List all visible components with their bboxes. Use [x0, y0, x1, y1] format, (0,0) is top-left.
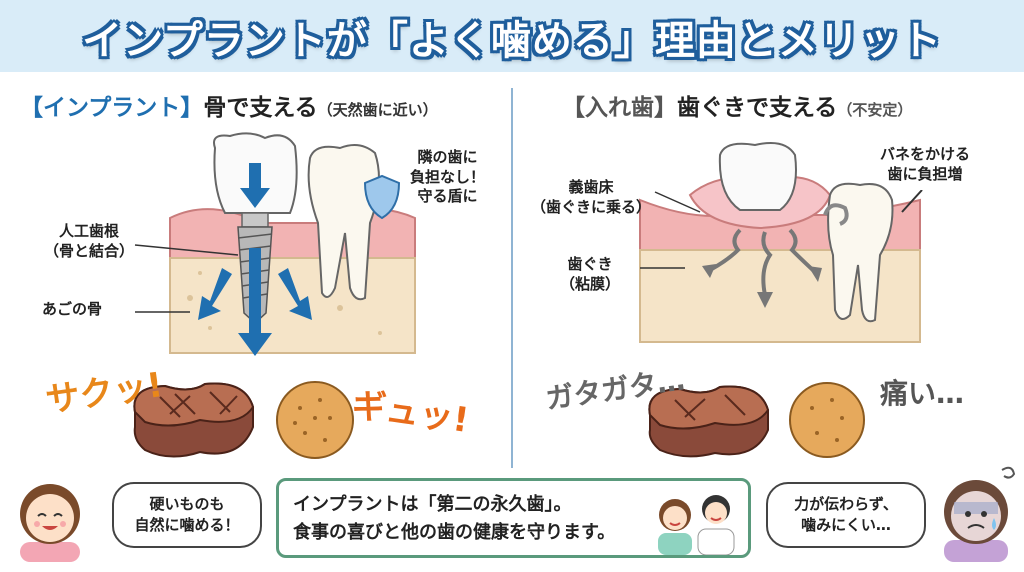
- column-divider: [511, 88, 513, 468]
- force-arrows: [198, 163, 312, 356]
- happy-woman-avatar: [20, 484, 80, 562]
- sfx-squeeze: ギュッ!: [349, 384, 472, 441]
- summary-box: インプラントは「第二の永久歯」。 食事の喜びと他の歯の健康を守ります。: [276, 478, 751, 558]
- neighbor-label-line-2: 負担なし！: [410, 167, 486, 186]
- spring-label: バネをかける 歯に負担増: [880, 145, 970, 184]
- summary-line-1: インプラントは「第二の永久歯」。: [293, 494, 572, 515]
- speech-bubble-left: 硬いものも 自然に噛める！: [112, 482, 262, 548]
- cracker-right: [789, 382, 865, 458]
- summary-text: インプラントは「第二の永久歯」。 食事の喜びと他の歯の健康を守ります。: [293, 491, 615, 547]
- denture-label-line-2: （歯ぐきに乗る）: [531, 197, 652, 216]
- right-heading-sub: （不安定）: [837, 101, 913, 119]
- root-label: 人工歯根 （骨と結合）: [44, 222, 134, 261]
- bubble-right-line-1: 力が伝わらず、: [794, 495, 898, 513]
- bubble-right-line-2: 噛みにくい…: [801, 516, 891, 534]
- label-leaders-left: [134, 244, 239, 313]
- implant-illustration: [169, 132, 416, 356]
- denture-base-label: 義歯床 （歯ぐきに乗る）: [531, 178, 651, 217]
- denture-illustration: [639, 142, 921, 343]
- steak-right: [648, 385, 770, 458]
- bubble-left-line-1: 硬いものも: [149, 495, 225, 513]
- clasp-spring: [823, 203, 849, 226]
- label-leaders-right: [640, 190, 923, 269]
- spring-label-line-2: 歯に負担増: [887, 164, 963, 183]
- shield-icon: [363, 174, 401, 220]
- spring-label-line-1: バネをかける: [880, 145, 971, 163]
- neighbor-label-line-1: 隣の歯に: [417, 148, 478, 166]
- implant-abutment: [241, 212, 269, 228]
- root-label-line-1: 人工歯根: [59, 222, 120, 240]
- steak-left: [133, 382, 255, 458]
- bubble-left-line-2: 自然に噛める！: [134, 516, 240, 534]
- sfx-pain: 痛い…: [880, 377, 965, 410]
- title-banner: [0, 0, 1024, 72]
- page-title: インプラントが「よく噛める」理由とメリット: [82, 18, 942, 64]
- right-heading-main: 歯ぐきで支える: [677, 95, 838, 121]
- gum-label-line-2: （粘膜）: [560, 274, 621, 293]
- bone-label: あごの骨: [42, 300, 103, 318]
- pressure-arrows: [709, 228, 817, 296]
- cracker-left: [276, 381, 354, 459]
- summary-line-2: 食事の喜びと他の歯の健康を守ります。: [293, 521, 616, 543]
- neighbor-label-line-3: 守る盾に: [417, 187, 478, 205]
- screw-threads: [237, 233, 273, 299]
- left-heading: 【インプラント】骨で支える（天然歯に近い）: [20, 88, 438, 122]
- speech-bubble-right: 力が伝わらず、 噛みにくい…: [766, 482, 926, 548]
- left-heading-sub: （天然歯に近い）: [317, 101, 438, 119]
- neighbor-tooth: [307, 143, 380, 301]
- right-heading-tag: 【入れ歯】: [562, 95, 677, 121]
- denture-label-line-1: 義歯床: [568, 178, 614, 196]
- gum-label-line-1: 歯ぐき: [567, 255, 613, 273]
- doctor-patient-icon: [658, 495, 735, 555]
- neighbor-label: 隣の歯に 負担なし！ 守る盾に: [410, 148, 485, 207]
- gum-label: 歯ぐき （粘膜）: [560, 255, 620, 294]
- left-heading-main: 骨で支える: [203, 95, 318, 121]
- right-heading: 【入れ歯】歯ぐきで支える（不安定）: [562, 88, 912, 122]
- root-label-line-2: （骨と結合）: [44, 241, 135, 260]
- left-heading-tag: 【インプラント】: [20, 95, 204, 121]
- denture-tooth: [718, 142, 797, 211]
- troubled-woman-avatar: [944, 466, 1016, 562]
